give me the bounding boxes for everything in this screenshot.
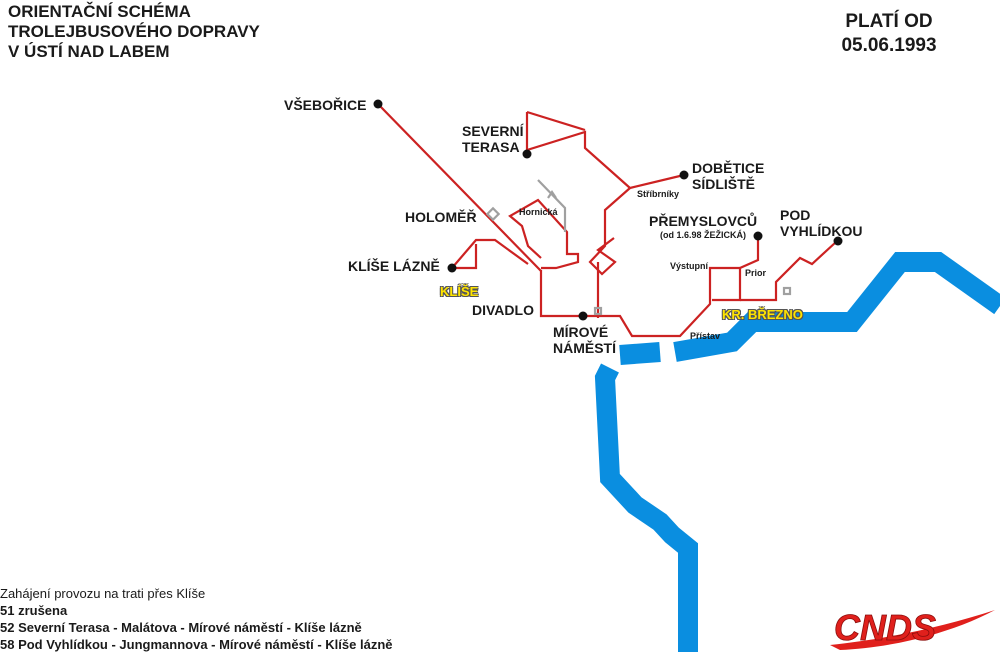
route-central-west	[539, 266, 740, 338]
stop-dot-pod-vyhlidkou	[833, 236, 843, 246]
title-line-2: TROLEJBUSOVÉHO DOPRAVY	[8, 22, 260, 41]
label-dobetice: DOBĚTICE SÍDLIŠTĚ	[692, 160, 764, 192]
route-premyslovcu	[712, 236, 760, 302]
brezno-marker	[782, 286, 792, 296]
label-hornicka: Hornická	[519, 207, 558, 217]
label-premyslovcu-note: (od 1.6.98 ŽEŽICKÁ)	[660, 230, 747, 240]
label-dobetice-2: SÍDLIŠTĚ	[692, 176, 756, 192]
route-lines	[377, 103, 837, 338]
route-severni-top	[526, 110, 586, 132]
note-line-58: 58 Pod Vyhlídkou - Jungmannova - Mírové …	[0, 637, 393, 652]
label-klise-lazne: KLÍŠE LÁZNĚ	[348, 258, 440, 274]
label-prior: Prior	[745, 268, 767, 278]
valid-label: PLATÍ OD	[845, 11, 933, 32]
valid-date: 05.06.1993	[841, 35, 937, 56]
river-secondary	[594, 363, 698, 652]
route-east-branch	[588, 187, 631, 276]
stop-dot-severni-terasa	[522, 149, 532, 159]
label-mirove-namesti-2: NÁMĚSTÍ	[553, 340, 616, 356]
district-kr-brezno: KR. BŘEZNO	[722, 307, 803, 322]
divadlo-marker	[593, 306, 603, 316]
label-vseborice: VŠEBOŘICE	[284, 97, 367, 113]
label-pod-vyhlidkou-1: POD	[780, 207, 811, 223]
label-vystupni: Výstupní	[670, 261, 709, 271]
label-severni-terasa: SEVERNÍ TERASA	[462, 123, 523, 155]
logo-text: CNDS	[834, 607, 936, 648]
holomer-marker	[485, 206, 501, 222]
route-klise-loop	[452, 244, 478, 270]
label-mirove-namesti: MÍROVÉ NÁMĚSTÍ	[553, 324, 616, 356]
stop-dots	[373, 99, 843, 321]
river-main	[673, 252, 1000, 362]
district-klise: KLÍŠE	[440, 284, 479, 299]
label-severni-terasa-1: SEVERNÍ	[462, 123, 524, 139]
stop-dot-dobetice	[679, 170, 689, 180]
route-hornicka	[508, 198, 580, 270]
label-pod-vyhlidkou: POD VYHLÍDKOU	[780, 207, 862, 239]
label-divadlo: DIVADLO	[472, 302, 534, 318]
stop-dot-premyslovcu	[753, 231, 763, 241]
label-stribrniky: Stříbrníky	[637, 189, 680, 199]
closed-arrow	[547, 190, 557, 199]
label-mirove-namesti-1: MÍROVÉ	[553, 324, 609, 340]
closed-segment	[485, 179, 792, 316]
map-title: ORIENTAČNÍ SCHÉMA TROLEJBUSOVÉHO DOPRAVY…	[8, 2, 260, 62]
label-premyslovcu: PŘEMYSLOVCŮ	[649, 213, 758, 229]
note-line-52: 52 Severní Terasa - Malátova - Mírové ná…	[0, 620, 362, 635]
label-severni-terasa-2: TERASA	[462, 139, 520, 155]
label-holomer: HOLOMĚŘ	[405, 209, 477, 225]
label-pod-vyhlidkou-2: VYHLÍDKOU	[780, 223, 863, 239]
label-pristav: Přístav	[690, 331, 721, 341]
title-line-3: V ÚSTÍ NAD LABEM	[8, 42, 170, 61]
stop-dot-mirove-namesti	[578, 311, 588, 321]
service-notes: Zahájení provozu na trati přes Klíše 51 …	[0, 585, 393, 653]
route-severni-terasa	[525, 112, 685, 190]
note-line-51: 51 zrušena	[0, 603, 68, 618]
route-pod-vyhlidkou	[740, 241, 837, 302]
river	[594, 252, 1000, 652]
cnds-logo: CNDS	[830, 607, 995, 650]
note-intro: Zahájení provozu na trati přes Klíše	[0, 586, 206, 601]
route-vseborice	[377, 103, 542, 272]
title-line-1: ORIENTAČNÍ SCHÉMA	[8, 2, 191, 21]
route-klise	[451, 238, 529, 269]
closed-hornicka-line	[537, 179, 567, 232]
label-dobetice-1: DOBĚTICE	[692, 160, 765, 176]
river-secondary-top	[619, 342, 661, 365]
stop-dot-klise-lazne	[447, 263, 457, 273]
validity-box: PLATÍ OD 05.06.1993	[824, 10, 954, 58]
stop-dot-vseborice	[373, 99, 383, 109]
